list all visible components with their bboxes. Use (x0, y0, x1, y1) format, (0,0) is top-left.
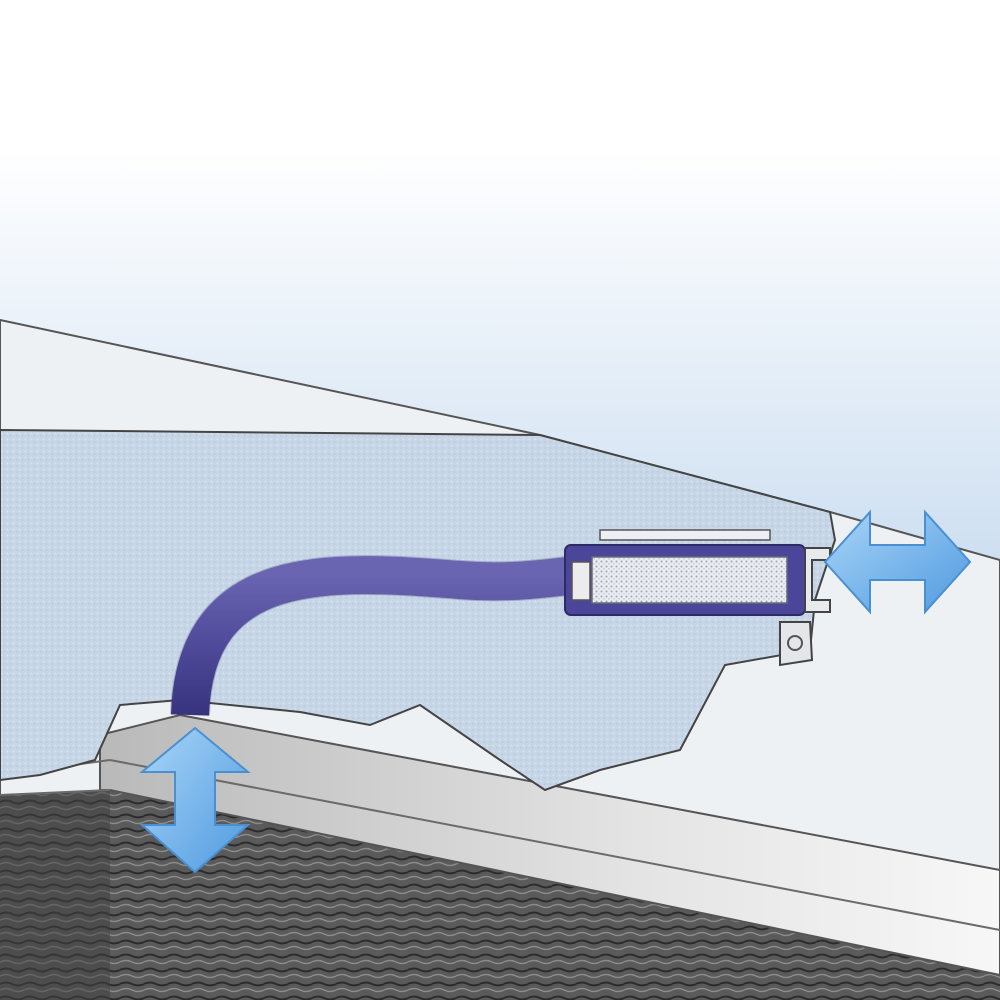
vent-clip (779, 547, 831, 667)
insulation-layer (0, 790, 1000, 1000)
vertical-airflow-arrow (139, 726, 251, 874)
breather-hose (171, 556, 581, 716)
filter-cartridge (564, 529, 806, 616)
horizontal-airflow-arrow (823, 509, 972, 615)
